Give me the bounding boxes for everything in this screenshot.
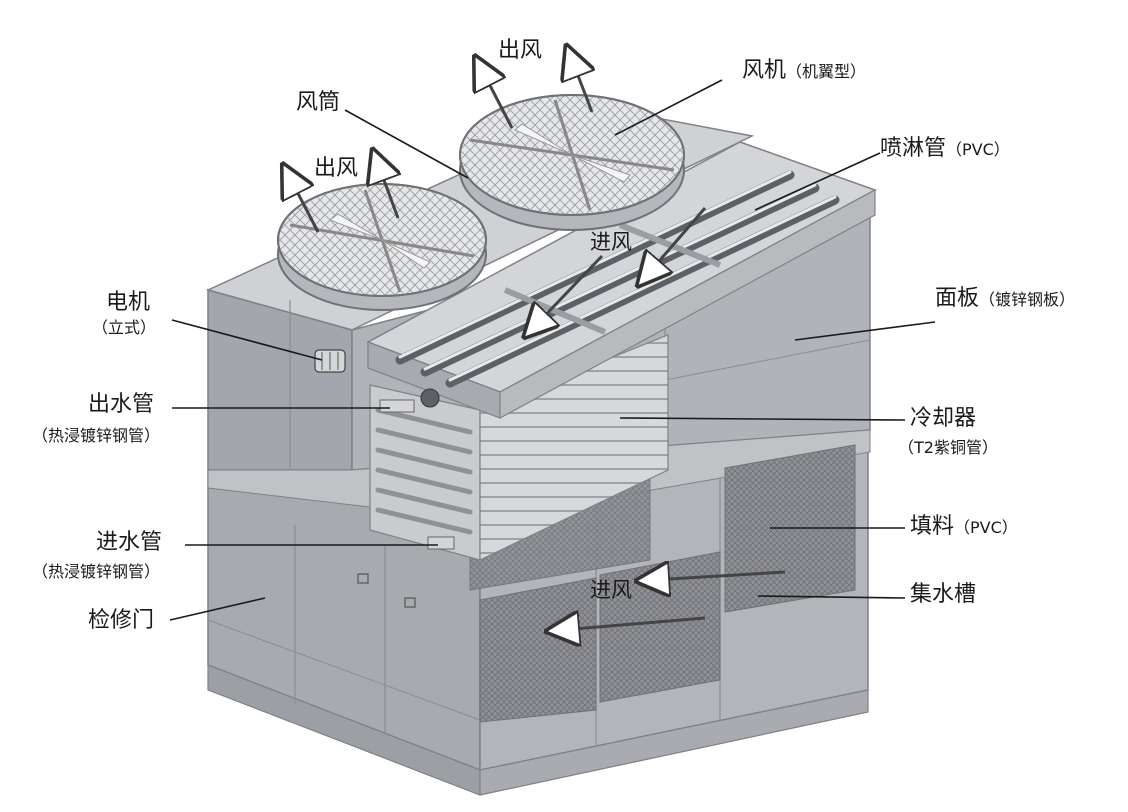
label-fill-text: 填料: [910, 514, 955, 539]
label-motor-note: （立式）: [92, 318, 157, 337]
leader-water-basin: [757, 595, 906, 599]
label-fill: 填料（PVC）: [910, 516, 1018, 538]
label-fill-note: （PVC）: [954, 518, 1018, 537]
label-inlet-air-bottom: 进风: [590, 578, 632, 602]
outlet-air-arrows: [290, 60, 592, 233]
label-panel-text: 面板: [935, 286, 980, 311]
leader-spray-pipe: [754, 152, 881, 211]
label-fan: 风机（机翼型）: [742, 60, 866, 82]
label-inlet-air-top: 进风: [590, 230, 632, 254]
label-cooler: 冷却器: [910, 406, 977, 431]
label-spray-pipe-note: （PVC）: [946, 140, 1010, 159]
leader-panel: [794, 321, 936, 341]
label-fan-text: 风机: [742, 58, 787, 83]
label-panel: 面板（镀锌钢板）: [935, 288, 1075, 310]
label-inlet-pipe-note: （热浸镀锌钢管）: [32, 562, 161, 581]
label-cooler-note: （T2紫铜管）: [898, 438, 998, 457]
label-fan-duct: 风筒: [296, 90, 341, 115]
label-outlet-pipe: 出水管: [88, 392, 155, 417]
label-inlet-pipe: 进水管: [96, 530, 163, 555]
inlet-air-arrows: [535, 207, 786, 630]
cooler-coil: [369, 334, 669, 561]
leader-access-door: [169, 597, 266, 621]
leader-lines: [169, 79, 936, 621]
motor: [314, 349, 346, 373]
label-motor: 电机: [106, 290, 151, 315]
leader-cooler: [619, 417, 906, 421]
spray-section: [366, 141, 877, 420]
label-access-door: 检修门: [88, 608, 155, 633]
label-fan-note: （机翼型）: [786, 62, 867, 81]
label-outlet-air-left: 出风: [314, 156, 359, 181]
leader-fan: [614, 79, 723, 136]
label-outlet-air-top: 出风: [498, 38, 543, 63]
label-water-basin: 集水槽: [910, 582, 977, 607]
fan-right: [459, 94, 685, 231]
label-spray-pipe-text: 喷淋管: [880, 136, 947, 161]
fan-left: [277, 183, 487, 311]
leader-fan-duct: [344, 109, 469, 179]
label-panel-note: （镀锌钢板）: [979, 290, 1076, 309]
label-spray-pipe: 喷淋管（PVC）: [880, 138, 1010, 160]
leader-motor: [171, 319, 323, 361]
label-outlet-pipe-note: （热浸镀锌钢管）: [32, 426, 161, 445]
